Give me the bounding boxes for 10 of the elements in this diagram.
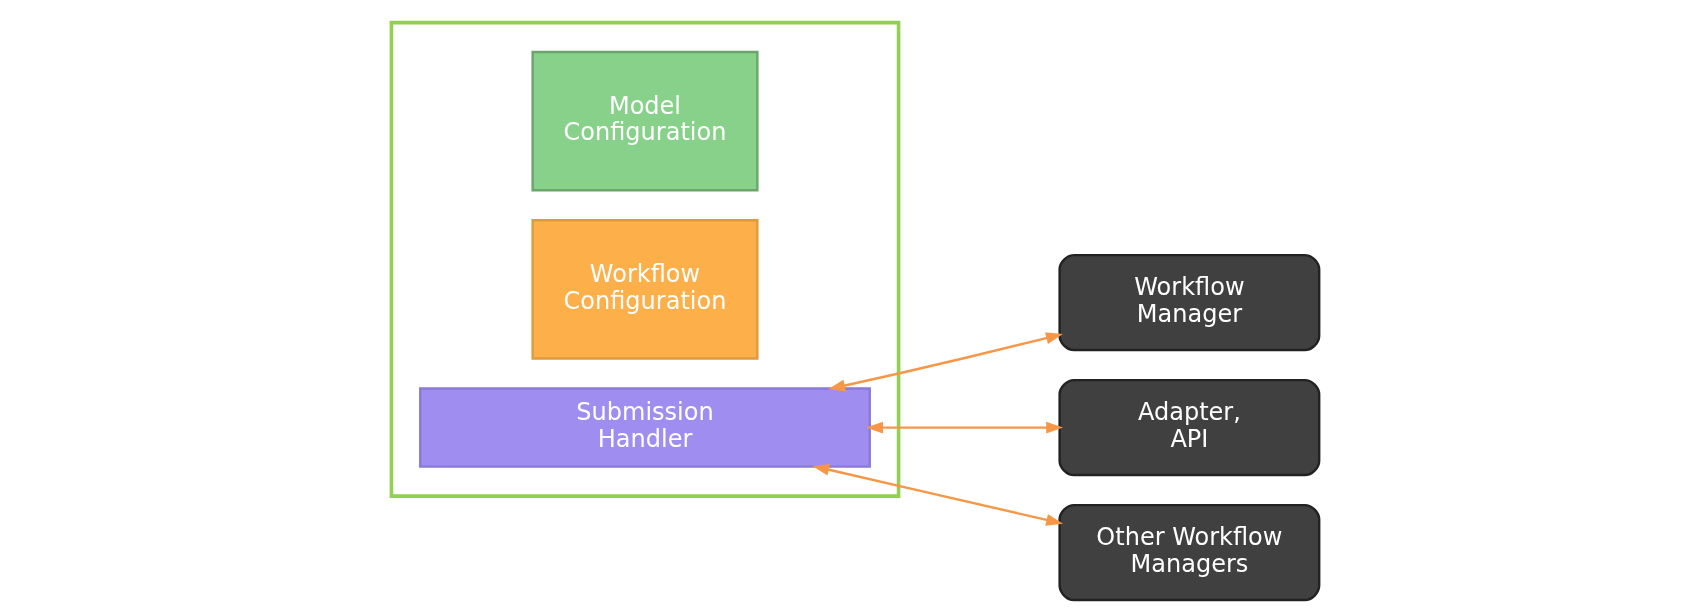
arrow	[827, 332, 1063, 392]
cluster	[389, 20, 900, 498]
node-box: Submission Handler	[418, 387, 871, 468]
node-box: Model Configuration	[530, 50, 759, 192]
arrow	[811, 463, 1063, 526]
arrow	[865, 421, 1063, 434]
node-box: Adapter, API	[1057, 378, 1320, 477]
node-box: Workflow Configuration	[530, 219, 759, 360]
node-box: Other Workflow Managers	[1057, 503, 1320, 602]
node-box: Workflow Manager	[1057, 253, 1320, 352]
